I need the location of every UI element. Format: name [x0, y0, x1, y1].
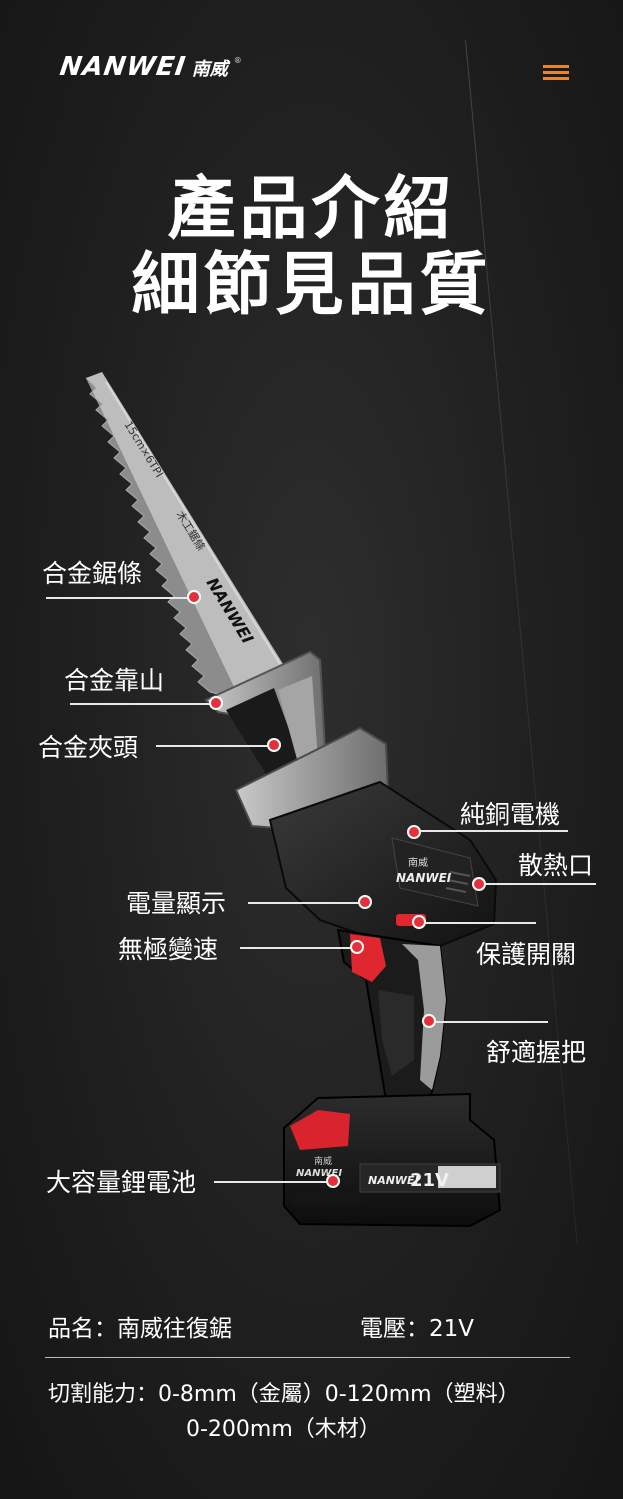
- callout-alloy-clamp: 合金夾頭: [38, 733, 139, 762]
- battery-voltage-text: 21V: [410, 1170, 449, 1191]
- body-brand-cn: 南威: [408, 856, 428, 869]
- callout-line: [248, 902, 366, 904]
- callout-alloy-guide: 合金靠山: [64, 666, 165, 695]
- brand-name-cn: 南威: [191, 59, 228, 80]
- battery-brand-en: NANWEI: [296, 1168, 342, 1179]
- callout-line: [70, 703, 216, 705]
- callout-line: [416, 830, 568, 832]
- callout-alloy-blade: 合金鋸條: [42, 559, 143, 588]
- callout-power-display: 電量顯示: [126, 889, 227, 918]
- callout-vent: 散熱口: [518, 851, 594, 880]
- callout-line: [480, 883, 596, 885]
- menu-bar: [543, 77, 569, 80]
- battery-pack: [283, 1092, 502, 1228]
- callout-variable-speed: 無極變速: [118, 935, 219, 964]
- callout-dot[interactable]: [267, 738, 281, 752]
- battery-brand-en-side: NANWEI: [368, 1174, 419, 1187]
- callout-safety-switch: 保護開關: [476, 940, 577, 969]
- callout-dot[interactable]: [407, 825, 421, 839]
- body-brand-en: NANWEI: [396, 871, 452, 885]
- page-title-line2: 細節見品質: [131, 246, 492, 325]
- spec-cutting-capacity-wood: 0-200mm（木材）: [186, 1417, 381, 1442]
- callout-dot[interactable]: [326, 1174, 340, 1188]
- spec-cutting-capacity: 切割能力：0-8mm（金屬）0-120mm（塑料）: [48, 1382, 520, 1407]
- callout-dot[interactable]: [472, 877, 486, 891]
- saw-blade: [85, 372, 288, 701]
- callout-comfort-grip: 舒適握把: [486, 1038, 587, 1067]
- registered-mark: ®: [233, 56, 242, 65]
- callout-line: [214, 1181, 334, 1183]
- spec-divider: [45, 1357, 570, 1358]
- callout-dot[interactable]: [350, 940, 364, 954]
- callout-line: [156, 745, 274, 747]
- menu-bar: [543, 65, 569, 68]
- callout-dot[interactable]: [358, 895, 372, 909]
- callout-copper-motor: 純銅電機: [460, 800, 561, 829]
- menu-bar: [543, 71, 569, 74]
- menu-icon[interactable]: [543, 62, 569, 84]
- callout-dot[interactable]: [412, 915, 426, 929]
- header: NANWEI 南威 ®: [0, 0, 623, 120]
- callout-line: [240, 947, 358, 949]
- spec-voltage: 電壓：21V: [360, 1316, 475, 1342]
- brand-logo[interactable]: NANWEI 南威 ®: [58, 52, 242, 82]
- alloy-guide: [204, 650, 328, 788]
- page-title-line1: 產品介紹: [167, 170, 456, 249]
- callout-dot[interactable]: [209, 696, 223, 710]
- spec-product-name: 品名：南威往復鋸: [48, 1316, 232, 1342]
- callout-lithium-battery: 大容量鋰電池: [46, 1168, 197, 1197]
- callout-dot[interactable]: [187, 590, 201, 604]
- battery-brand-cn: 南威: [314, 1155, 332, 1167]
- callout-line: [46, 597, 194, 599]
- callout-line: [420, 922, 536, 924]
- callout-line: [430, 1021, 548, 1023]
- saw-body: [268, 780, 498, 948]
- callout-dot[interactable]: [422, 1014, 436, 1028]
